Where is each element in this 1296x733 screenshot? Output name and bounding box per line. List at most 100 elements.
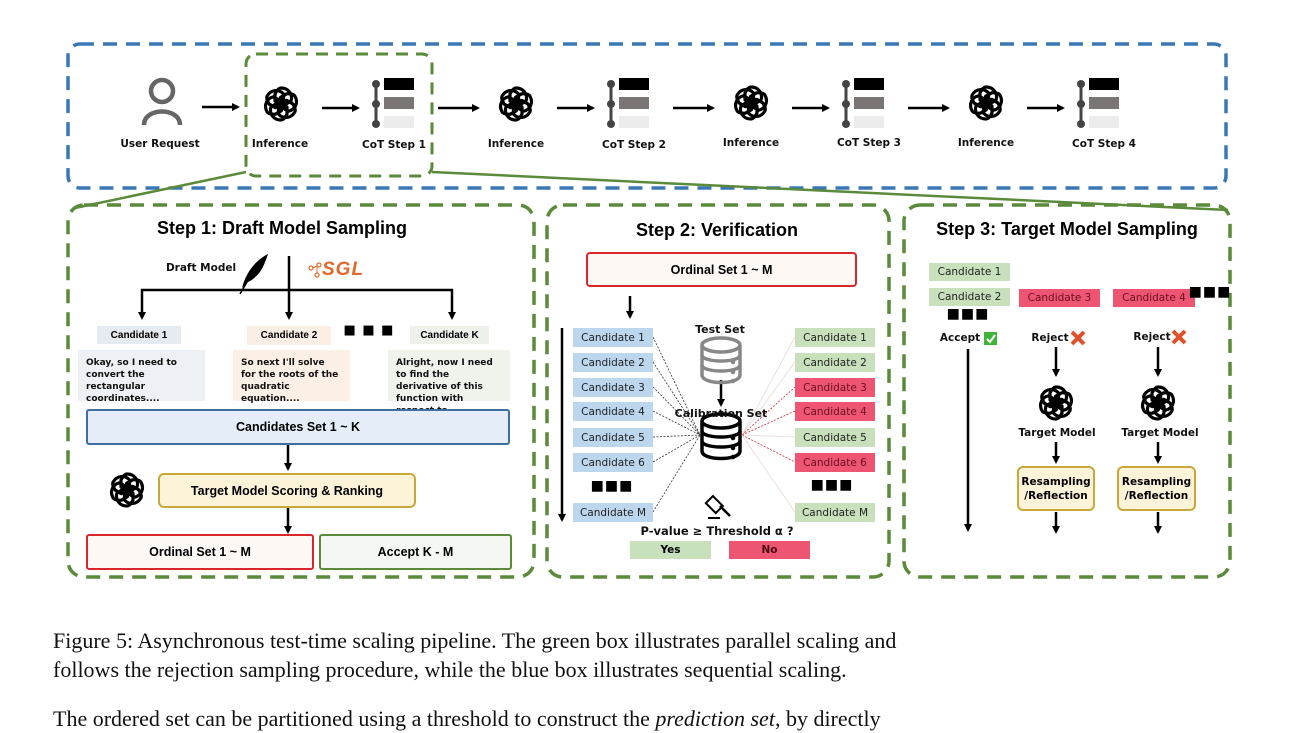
openai-logo-icon xyxy=(1035,384,1077,422)
rejected-candidate: Candidate 4 xyxy=(1113,289,1195,307)
step1-candidate-1-label: Candidate 1 xyxy=(97,326,181,344)
cot-steps-icon xyxy=(370,76,416,130)
accept-label: Accept xyxy=(939,332,981,344)
connector-line xyxy=(741,386,796,436)
cot-steps-icon xyxy=(840,76,886,130)
sgl-logo-icon xyxy=(308,262,322,278)
target-model-scoring-box: Target Model Scoring & Ranking xyxy=(158,473,416,508)
connector-line xyxy=(741,410,796,436)
user-icon xyxy=(141,77,183,126)
ellipsis-icon: ■ ■ ■ xyxy=(343,323,395,338)
step3-panel-frame xyxy=(902,203,1232,579)
zoom-line-left xyxy=(74,170,247,210)
accept-k-minus-m-box: Accept K - M xyxy=(319,534,512,570)
connector-line xyxy=(741,434,796,513)
threshold-question: P-value ≥ Threshold α ? xyxy=(640,524,794,538)
body-text-italic: prediction set xyxy=(655,706,775,731)
body-text-start: The ordered set can be partitioned using… xyxy=(53,706,656,731)
figure-caption-line2: follows the rejection sampling procedure… xyxy=(53,657,847,682)
connector-line xyxy=(652,410,701,436)
resampling-line2: /Reflection xyxy=(1124,489,1189,502)
connector-line xyxy=(741,336,796,436)
openai-logo-icon xyxy=(730,84,772,122)
target-model-label: Target Model xyxy=(1018,427,1096,439)
accepted-candidate: Candidate 5 xyxy=(795,428,875,447)
reject-label: Reject xyxy=(1031,332,1069,344)
accepted-candidate: Candidate 2 xyxy=(929,288,1010,306)
left-candidate: Candidate 2 xyxy=(573,353,653,372)
reject-label: Reject xyxy=(1133,331,1171,343)
sgl-logo-text: SGL xyxy=(322,259,365,280)
left-candidate: Candidate 5 xyxy=(573,428,653,447)
cross-icon xyxy=(1070,330,1086,346)
resampling-reflection-box: Resampling /Reflection xyxy=(1117,466,1196,511)
right-connector-lines xyxy=(741,336,796,513)
openai-logo-icon xyxy=(106,471,148,509)
resampling-line1: Resampling xyxy=(1021,475,1091,488)
accepted-candidate: Candidate 1 xyxy=(795,328,875,347)
ellipsis-icon: ■■■ xyxy=(946,306,990,322)
gavel-icon xyxy=(704,494,731,519)
ellipsis-icon: ■■■ xyxy=(810,477,854,493)
step1-candidate-k-label: Candidate K xyxy=(410,326,489,344)
left-candidate: Candidate 1 xyxy=(573,328,653,347)
rejected-candidate: Candidate 3 xyxy=(795,378,875,397)
openai-logo-icon xyxy=(495,85,537,123)
node-label-user-request: User Request xyxy=(120,138,200,150)
resampling-line2: /Reflection xyxy=(1024,489,1088,502)
left-candidate: Candidate M xyxy=(573,503,653,522)
node-label-inference: Inference xyxy=(722,137,780,149)
left-candidate: Candidate 4 xyxy=(573,402,653,421)
calibration-set-database-icon xyxy=(700,412,742,461)
calibration-set-label: Calibration Set xyxy=(674,407,768,420)
node-label-cot-step-3: CoT Step 3 xyxy=(837,137,901,149)
connector-line xyxy=(652,434,701,463)
body-text-line: The ordered set can be partitioned using… xyxy=(53,704,1243,733)
step1-title: Step 1: Draft Model Sampling xyxy=(156,218,408,238)
test-set-label: Test Set xyxy=(695,323,745,336)
rejected-candidate: Candidate 3 xyxy=(1019,289,1100,307)
body-text-end: , by directly xyxy=(774,706,881,731)
step3-title: Step 3: Target Model Sampling xyxy=(936,219,1198,239)
candidate-2-text: So next I'll solve for the roots of the … xyxy=(233,350,350,404)
rejected-candidate: Candidate 6 xyxy=(795,453,875,472)
cot-steps-icon xyxy=(605,76,651,130)
connector-line xyxy=(741,434,796,463)
openai-logo-icon xyxy=(1137,384,1179,422)
openai-logo-icon xyxy=(965,84,1007,122)
candidates-set-box: Candidates Set 1 ~ K xyxy=(86,409,510,445)
accepted-candidate: Candidate 2 xyxy=(795,353,875,372)
figure-caption-line1: Figure 5: Asynchronous test-time scaling… xyxy=(53,628,897,653)
resampling-line1: Resampling xyxy=(1121,475,1192,488)
connector-line xyxy=(652,336,701,436)
test-set-database-icon xyxy=(700,336,742,385)
step1-panel-frame xyxy=(66,203,536,579)
ellipsis-icon: ■■■ xyxy=(1188,284,1232,300)
node-label-inference: Inference xyxy=(251,138,309,150)
node-label-inference: Inference xyxy=(957,137,1015,149)
connector-line xyxy=(652,434,701,438)
check-icon xyxy=(984,332,997,345)
openai-logo-icon xyxy=(260,85,302,123)
yes-box: Yes xyxy=(630,541,711,559)
connector-line xyxy=(652,361,701,436)
cross-icon xyxy=(1171,329,1187,345)
left-candidate: Candidate 6 xyxy=(573,453,653,472)
candidate-1-text: Okay, so I need to convert the rectangul… xyxy=(78,350,205,404)
step2-panel-frame xyxy=(545,203,891,579)
cot-steps-icon xyxy=(1075,76,1121,130)
connector-line xyxy=(652,434,701,513)
node-label-cot-step-2: CoT Step 2 xyxy=(602,139,666,151)
ellipsis-icon: ■■■ xyxy=(590,478,634,494)
connector-line xyxy=(741,434,796,438)
no-box: No xyxy=(729,541,810,559)
ordinal-set-box: Ordinal Set 1 ~ M xyxy=(86,534,314,570)
node-label-inference: Inference xyxy=(487,138,545,150)
candidate-k-text: Alright, now I need to find the derivati… xyxy=(388,350,510,416)
resampling-reflection-box: Resampling /Reflection xyxy=(1017,466,1095,511)
left-connector-lines xyxy=(652,336,701,513)
rejected-candidate: Candidate 4 xyxy=(795,402,875,421)
ordinal-set-box: Ordinal Set 1 ~ M xyxy=(586,252,857,287)
node-label-cot-step-1: CoT Step 1 xyxy=(362,139,426,151)
